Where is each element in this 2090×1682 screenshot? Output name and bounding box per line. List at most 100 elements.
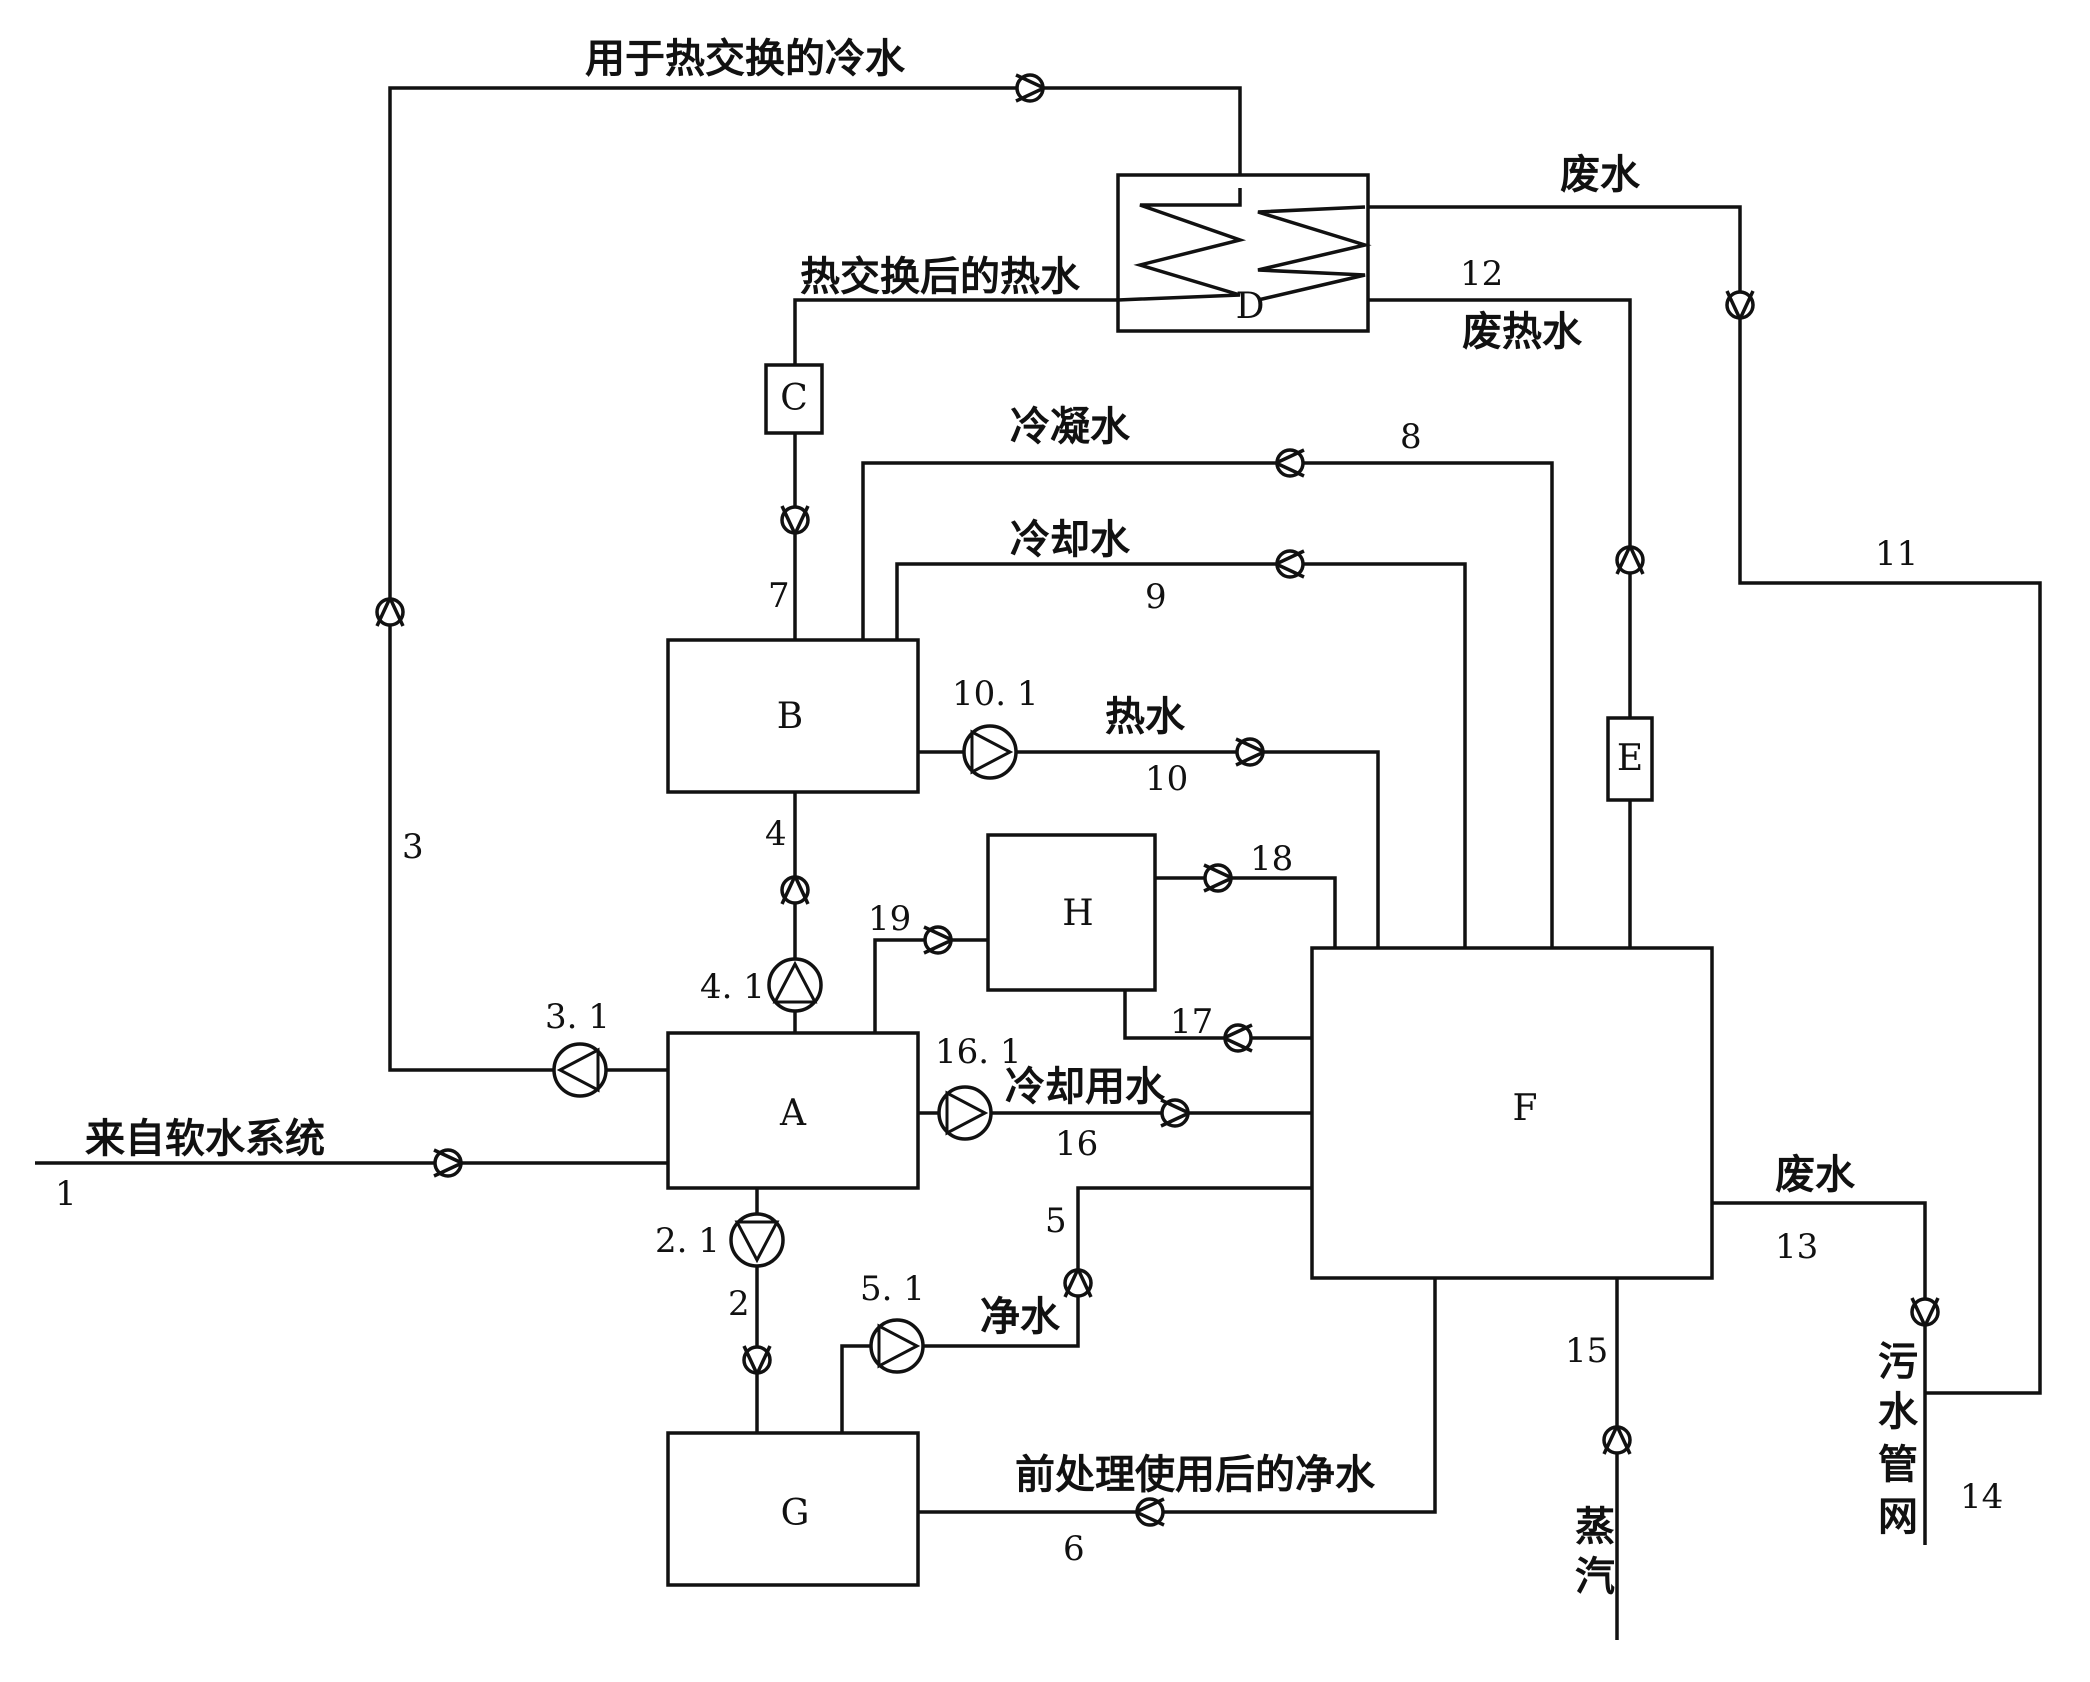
num-11: 11: [1875, 534, 1918, 574]
check-valve-pipe-16-icon[interactable]: [1160, 1098, 1194, 1128]
pipe-17: [1123, 990, 1312, 1040]
pipe-19: [873, 938, 988, 1033]
num-4-1: 4. 1: [700, 967, 765, 1007]
num-7: 7: [768, 576, 790, 616]
num-19: 19: [868, 899, 911, 939]
num-2-1: 2. 1: [655, 1221, 720, 1261]
unit-E[interactable]: [1606, 716, 1654, 802]
unit-F-label: F: [1513, 1088, 1538, 1129]
units: [666, 173, 1714, 1587]
unit-F[interactable]: [1310, 946, 1714, 1280]
num-3-1: 3. 1: [545, 997, 610, 1037]
check-valve-pipe-4-icon[interactable]: [780, 871, 810, 905]
unit-G[interactable]: [666, 1431, 920, 1587]
pumps: [552, 724, 1018, 1374]
check-valve-pipe-6-icon[interactable]: [1131, 1497, 1165, 1527]
label-cold-water-hx: 用于热交换的冷水: [585, 36, 906, 82]
num-4: 4: [765, 814, 787, 854]
label-sewer-char-3: 管: [1878, 1442, 1918, 1488]
pump-10-1-icon[interactable]: [962, 724, 1018, 780]
label-from-soft-water: 来自软水系统: [85, 1116, 325, 1162]
label-wastewater-right: 废水: [1775, 1152, 1856, 1198]
check-valve-pipe-3-icon[interactable]: [375, 593, 405, 627]
check-valve-pipe-13-icon[interactable]: [1910, 1297, 1940, 1331]
heat-exchanger-coils: [1117, 188, 1372, 302]
pipe-11-wastewater: [1365, 205, 2042, 1395]
check-valve-pipe-10-icon[interactable]: [1235, 737, 1269, 767]
label-clean-water: 净水: [980, 1294, 1061, 1340]
check-valve-pipe-5-icon[interactable]: [1063, 1264, 1093, 1298]
coil-left: [1117, 188, 1247, 302]
check-valve-pipe-2-icon[interactable]: [742, 1345, 772, 1379]
pump-4-1-icon[interactable]: [767, 957, 823, 1013]
label-sewer-network: 污 水 管 网: [1878, 1339, 1919, 1540]
unit-E-label: E: [1617, 738, 1643, 779]
check-valve-pipe-3-top-icon[interactable]: [1015, 73, 1049, 103]
num-15: 15: [1565, 1331, 1608, 1371]
unit-A-label: A: [779, 1093, 807, 1134]
num-18: 18: [1250, 839, 1293, 879]
pipe-13-wastewater: [1712, 1201, 1927, 1545]
unit-C-label: C: [780, 378, 808, 419]
pipe-6: [918, 1278, 1437, 1514]
label-hot-water-after-hx: 热交换后的热水: [800, 254, 1081, 300]
label-steam: 蒸 汽: [1575, 1504, 1615, 1600]
check-valve-pipe-8-icon[interactable]: [1271, 448, 1305, 478]
check-valve-pipe-7-icon[interactable]: [780, 505, 810, 539]
pump-2-1-icon[interactable]: [729, 1212, 785, 1268]
label-steam-char-1: 蒸: [1575, 1504, 1615, 1550]
num-17: 17: [1170, 1002, 1213, 1042]
label-steam-char-2: 汽: [1575, 1554, 1615, 1600]
num-10-1: 10. 1: [952, 674, 1039, 714]
num-16-1: 16. 1: [935, 1032, 1022, 1072]
num-1: 1: [55, 1174, 77, 1214]
unit-H[interactable]: [986, 833, 1157, 992]
flow-labels: 用于热交换的冷水 废水 热交换后的热水 废热水 冷凝水 冷却水 热水 冷却用水 …: [85, 36, 1919, 1600]
check-valve-pipe-17-icon[interactable]: [1219, 1023, 1253, 1053]
label-waste-hot-water: 废热水: [1462, 309, 1583, 355]
num-5: 5: [1045, 1201, 1067, 1241]
unit-B-label: B: [777, 696, 803, 737]
check-valve-pipe-15-icon[interactable]: [1602, 1421, 1632, 1455]
unit-H-label: H: [1062, 893, 1093, 934]
num-16: 16: [1055, 1124, 1098, 1164]
num-10: 10: [1145, 759, 1188, 799]
check-valve-pipe-1-icon[interactable]: [433, 1148, 467, 1178]
num-3: 3: [402, 827, 424, 867]
num-12: 12: [1460, 254, 1503, 294]
check-valve-pipe-19-icon[interactable]: [923, 925, 957, 955]
num-2: 2: [728, 1284, 750, 1324]
unit-letters: A B C D E F G H: [777, 286, 1643, 1534]
label-sewer-char-4: 网: [1878, 1494, 1918, 1540]
check-valve-pipe-11-icon[interactable]: [1725, 290, 1755, 324]
pipe-12-waste-hot-water: [1258, 298, 1632, 948]
label-hot-water: 热水: [1105, 694, 1186, 740]
num-14: 14: [1960, 1477, 2003, 1517]
unit-B[interactable]: [666, 638, 920, 794]
check-valve-pipe-12-icon[interactable]: [1615, 541, 1645, 575]
label-clean-water-after-pretreatment: 前处理使用后的净水: [1015, 1452, 1376, 1498]
unit-A[interactable]: [666, 1031, 920, 1190]
unit-D-label: D: [1236, 286, 1265, 327]
unit-C[interactable]: [764, 363, 824, 435]
pipe-10-hot-water: [918, 750, 1380, 948]
num-9: 9: [1145, 577, 1167, 617]
pump-16-1-icon[interactable]: [937, 1085, 993, 1141]
num-5-1: 5. 1: [860, 1269, 925, 1309]
label-sewer-char-1: 污: [1878, 1339, 1918, 1385]
label-wastewater-top: 废水: [1560, 152, 1641, 198]
num-13: 13: [1775, 1227, 1818, 1267]
pipe-18: [1155, 876, 1337, 948]
pipe-5-clean-water: [840, 1186, 1312, 1433]
pump-3-1-icon[interactable]: [552, 1042, 608, 1098]
pump-5-1-icon[interactable]: [869, 1318, 925, 1374]
pipe-3-cold-water: [388, 86, 1242, 1072]
num-6: 6: [1063, 1529, 1085, 1569]
check-valve-pipe-9-icon[interactable]: [1271, 549, 1305, 579]
coil-right: [1257, 205, 1372, 302]
label-condensate: 冷凝水: [1010, 404, 1131, 450]
check-valve-pipe-18-icon[interactable]: [1203, 863, 1237, 893]
check-valves: [375, 73, 1940, 1527]
label-cooling-water: 冷却水: [1010, 517, 1131, 563]
